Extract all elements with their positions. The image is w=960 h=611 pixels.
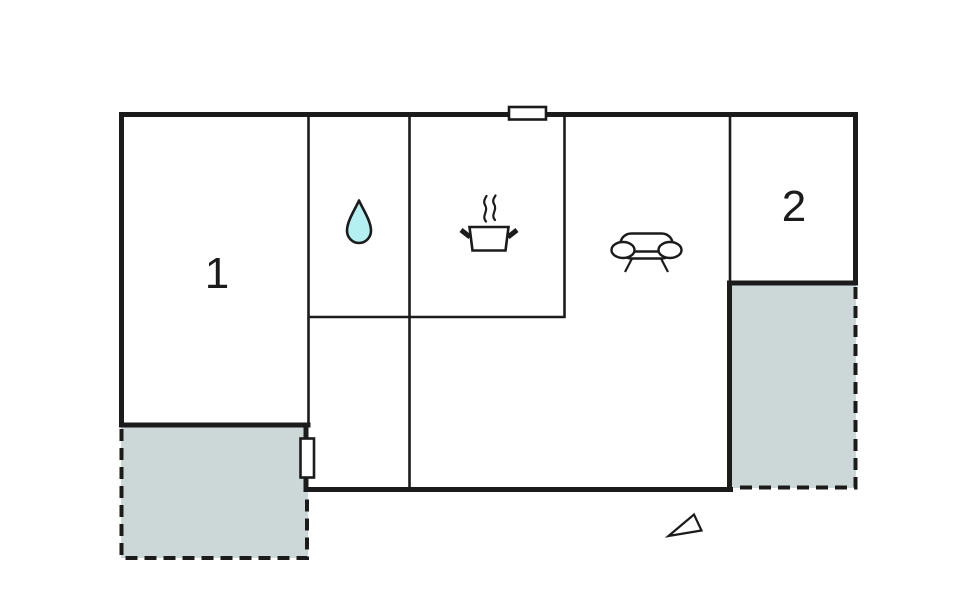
left-terrace-area <box>121 426 308 558</box>
pot-body <box>468 225 510 252</box>
cooking-pot-icon <box>459 194 519 252</box>
pot-handle-left <box>459 228 472 239</box>
water-drop-icon <box>345 199 373 245</box>
top-door-marker <box>507 105 548 121</box>
steam-line-left <box>483 194 488 223</box>
sofa-armrest-left <box>610 240 636 260</box>
pot-handle-right <box>506 228 519 239</box>
steam-line-right <box>492 194 497 222</box>
sofa-icon <box>610 232 683 273</box>
left-terrace-dashed-border <box>119 429 309 560</box>
room-label-1: 1 <box>205 249 229 298</box>
room-label-2: 2 <box>782 182 806 231</box>
terrace-door-marker <box>299 437 316 479</box>
right-terrace-dashed-border <box>733 287 858 490</box>
right-terrace-area <box>730 284 856 488</box>
north-arrow-icon <box>664 512 704 538</box>
sofa-legs <box>624 257 669 273</box>
sofa-armrest-right <box>657 240 683 260</box>
